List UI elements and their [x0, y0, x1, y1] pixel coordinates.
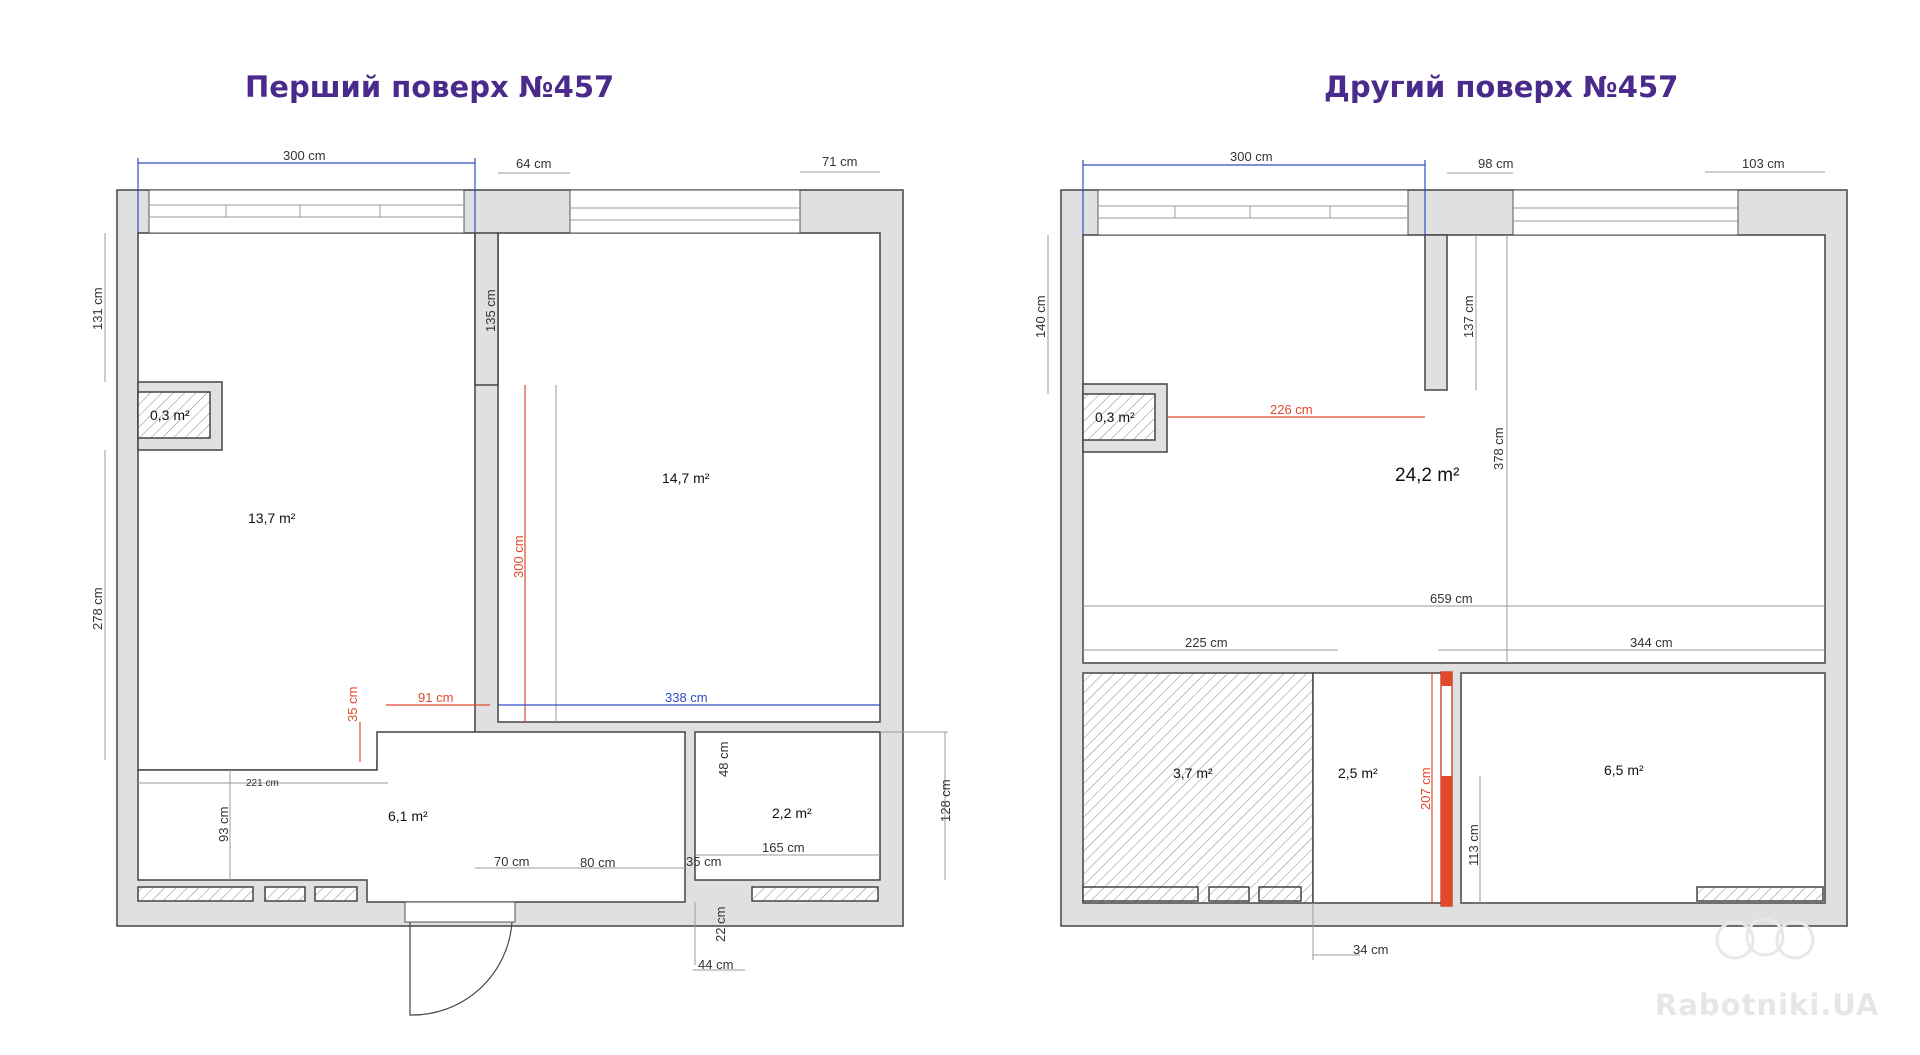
shaft-area: 0,3 m²: [1095, 409, 1135, 425]
dim-278: 278 cm: [90, 587, 105, 630]
first-floor-plan: 0,3 m² 13,7 m² 14,7 m² 6,1 m² 2,2 m² 300…: [90, 148, 953, 1016]
second-floor-title: Другий поверх №457: [1324, 70, 1679, 104]
room-right-area: 6,5 m²: [1604, 762, 1644, 778]
room-main: [1082, 234, 1826, 664]
window-bottom-3: [314, 886, 358, 902]
dim-207-red: 207 cm: [1418, 767, 1433, 810]
window-top-left: [1097, 189, 1409, 236]
room-main-area: 24,2 m²: [1395, 465, 1459, 486]
dim-103: 103 cm: [1742, 156, 1785, 171]
second-floor-plan: 0,3 m² 24,2 m² 3,7 m² 2,5 m² 6,5 m² 300 …: [1033, 149, 1848, 960]
room-mid-area: 2,5 m²: [1338, 765, 1378, 781]
dim-34: 34 cm: [1353, 942, 1388, 957]
dim-300-red: 300 cm: [511, 535, 526, 578]
dim-225: 225 cm: [1185, 635, 1228, 650]
window-bottom-2: [264, 886, 306, 902]
entrance-door-frame: [404, 901, 516, 923]
room-right-area: 14,7 m²: [662, 470, 710, 486]
red-partition-top: [1441, 672, 1452, 686]
watermark-text: Rabotniki.UA: [1655, 988, 1880, 1022]
room-hatched: [1082, 672, 1314, 904]
red-partition-fill: [1441, 776, 1452, 906]
dim-44: 44 cm: [698, 957, 733, 972]
dim-131: 131 cm: [90, 287, 105, 330]
dim-344: 344 cm: [1630, 635, 1673, 650]
dim-80: 80 cm: [580, 855, 615, 870]
dim-91-red: 91 cm: [418, 690, 453, 705]
hall-area: 6,1 m²: [388, 808, 428, 824]
dim-338-blue: 338 cm: [665, 690, 708, 705]
dim-221: 221 cm: [246, 778, 279, 789]
dim-128: 128 cm: [938, 779, 953, 822]
dim-35: 35 cm: [686, 854, 721, 869]
dim-137: 137 cm: [1461, 295, 1476, 338]
window-bottom-1: [1082, 886, 1199, 902]
dim-64: 64 cm: [516, 156, 551, 171]
dim-378: 378 cm: [1491, 427, 1506, 470]
window-top-right: [569, 189, 801, 234]
window-top-right: [1512, 189, 1739, 236]
dim-113: 113 cm: [1466, 824, 1481, 866]
dim-22: 22 cm: [713, 907, 728, 942]
entrance-door-swing[interactable]: [409, 921, 513, 1016]
hall: [137, 731, 686, 903]
dim-35-red: 35 cm: [345, 687, 360, 722]
shaft-area: 0,3 m²: [150, 407, 190, 423]
room-right: [497, 232, 881, 723]
room-mid: [1312, 672, 1446, 904]
dim-48: 48 cm: [716, 742, 731, 777]
bath-area: 2,2 m²: [772, 805, 812, 821]
dim-659: 659 cm: [1430, 591, 1473, 606]
dim-93: 93 cm: [216, 807, 231, 842]
partition-wall-top: [1424, 234, 1448, 391]
dim-135: 135 cm: [483, 289, 498, 332]
window-top-left: [148, 189, 465, 234]
room-right: [1460, 672, 1826, 904]
dim-300-top: 300 cm: [283, 148, 326, 163]
shaft: [1082, 393, 1156, 441]
window-bottom-1: [137, 886, 254, 902]
dim-226-red: 226 cm: [1270, 402, 1313, 417]
window-bottom-4: [1696, 886, 1824, 902]
first-floor-title: Перший поверх №457: [245, 70, 615, 104]
room-left-area: 13,7 m²: [248, 510, 296, 526]
partition-wall: [474, 232, 499, 386]
shaft: [137, 391, 211, 439]
window-bottom-2: [1208, 886, 1250, 902]
dim-71: 71 cm: [822, 154, 857, 169]
dim-165: 165 cm: [762, 840, 805, 855]
room-hatched-area: 3,7 m²: [1173, 765, 1213, 781]
workers-logo-icon: [1715, 917, 1815, 960]
dim-98: 98 cm: [1478, 156, 1513, 171]
window-bottom-3: [1258, 886, 1302, 902]
dim-140: 140 cm: [1033, 295, 1048, 338]
dim-70: 70 cm: [494, 854, 529, 869]
window-bottom-4: [751, 886, 879, 902]
dim-300-top: 300 cm: [1230, 149, 1273, 164]
